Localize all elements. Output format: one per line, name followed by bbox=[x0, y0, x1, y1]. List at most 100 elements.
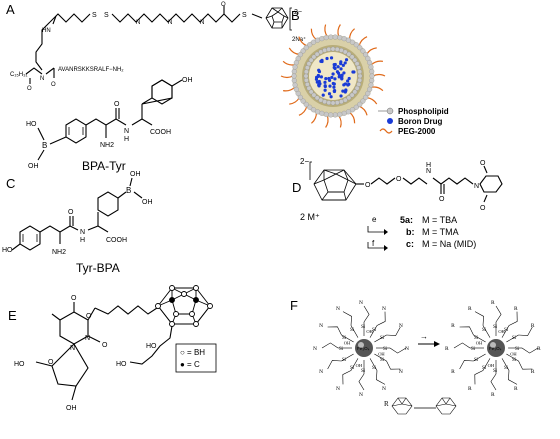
svg-text:OH: OH bbox=[142, 199, 153, 206]
counterion-a: 2Na⁺ bbox=[292, 36, 306, 43]
phospholipid-head bbox=[303, 45, 309, 51]
boron-drug-dot bbox=[344, 89, 348, 93]
si-atom: Si bbox=[361, 369, 366, 374]
svg-text:COOH: COOH bbox=[106, 237, 127, 244]
phospholipid-head bbox=[367, 60, 373, 66]
amine-group: R bbox=[468, 386, 472, 392]
svg-text:O: O bbox=[102, 342, 108, 349]
propyl-chain bbox=[321, 342, 339, 349]
boron-drug-dot bbox=[329, 95, 333, 99]
si-atom: Si bbox=[350, 366, 355, 371]
phospholipid-head bbox=[341, 110, 347, 116]
peg-chain bbox=[349, 28, 355, 40]
siloxane-bond bbox=[374, 334, 387, 343]
amine-group: N bbox=[359, 392, 363, 398]
phospholipid-head bbox=[326, 46, 332, 52]
boron-drug-dot bbox=[323, 80, 327, 84]
panel-d-structure: 2− O O N H O N O O 2 M⁺ bbox=[300, 157, 503, 222]
svg-text:N: N bbox=[80, 229, 85, 236]
siloxane-bond bbox=[506, 334, 519, 343]
bpa-tyr-structure: B HO OH NH2 O N H COOH OH BPA-Tyr bbox=[26, 77, 193, 173]
amine-group: R bbox=[514, 386, 518, 392]
phospholipid-head bbox=[319, 110, 325, 116]
si-atom: Si bbox=[350, 328, 355, 333]
phospholipid-head bbox=[318, 49, 324, 55]
phospholipid-head bbox=[307, 42, 313, 48]
svg-text:O: O bbox=[68, 209, 74, 216]
peg-chain bbox=[358, 36, 368, 46]
phospholipid-head bbox=[314, 95, 320, 101]
svg-text:f: f bbox=[372, 239, 375, 248]
boron-drug-dot bbox=[332, 63, 336, 67]
amine-group: N bbox=[319, 323, 323, 329]
svg-text:HO: HO bbox=[26, 121, 37, 128]
phospholipid-head bbox=[293, 86, 299, 92]
si-atom: Si bbox=[515, 347, 520, 352]
entry-5a-id: 5a: bbox=[400, 215, 413, 225]
phospholipid-head bbox=[303, 69, 309, 75]
peptide-a: AVANRSKKSRALF−NH₂ bbox=[58, 67, 124, 73]
boron-drug-dot bbox=[314, 77, 319, 81]
phospholipid-head bbox=[292, 82, 298, 88]
phospholipid-head bbox=[357, 77, 363, 83]
boron-drug-dot bbox=[342, 83, 346, 87]
tyr-bpa-name: Tyr-BPA bbox=[76, 261, 120, 275]
peg-chain bbox=[366, 47, 377, 55]
svg-text:B: B bbox=[126, 186, 131, 195]
svg-text:O: O bbox=[27, 86, 32, 92]
amine-group: N bbox=[399, 323, 403, 329]
propyl-chain bbox=[376, 370, 386, 385]
boron-drug-dot bbox=[329, 56, 334, 60]
phospholipid-head bbox=[353, 104, 359, 110]
phospholipid-head bbox=[352, 89, 358, 95]
reagent-r-structure: R bbox=[384, 397, 457, 415]
boron-drug-dot bbox=[332, 89, 336, 93]
boron-drug-dot bbox=[337, 75, 341, 79]
phospholipid-head bbox=[314, 51, 320, 57]
phospholipid-head bbox=[291, 73, 297, 79]
legend-bh: ○ = BH bbox=[180, 348, 205, 357]
peg-chain bbox=[371, 86, 384, 92]
boron-drug-dot bbox=[316, 74, 321, 78]
phospholipid-head bbox=[346, 95, 352, 101]
amine-group: N bbox=[382, 386, 386, 392]
legend-peg: PEG-2000 bbox=[398, 127, 436, 136]
phospholipid-head bbox=[345, 37, 351, 43]
phospholipid-head bbox=[322, 99, 328, 105]
si-atom: Si bbox=[474, 336, 479, 341]
phospholipid-head bbox=[332, 112, 338, 118]
phospholipid-head bbox=[292, 64, 298, 70]
phospholipid-head bbox=[326, 100, 332, 106]
peg-chain bbox=[298, 106, 308, 116]
boron-drug-dot bbox=[332, 85, 336, 89]
svg-text:O: O bbox=[480, 160, 486, 167]
boron-drug-dot bbox=[321, 93, 325, 97]
svg-text:HO: HO bbox=[14, 361, 25, 368]
phospholipid-head bbox=[295, 55, 301, 62]
fe3o4-core-highlight bbox=[358, 342, 364, 348]
propyl-chain bbox=[363, 305, 370, 323]
boron-drug-dot bbox=[339, 60, 343, 64]
boron-drug-dot bbox=[339, 94, 343, 98]
peg-chain bbox=[311, 112, 317, 124]
phospholipid-head bbox=[349, 54, 355, 60]
siloxane-bond bbox=[350, 358, 359, 371]
hydroxyl-group: OH bbox=[488, 363, 495, 368]
svg-text:N: N bbox=[70, 345, 75, 352]
propyl-chain bbox=[342, 370, 352, 385]
amine-group: R bbox=[491, 300, 495, 306]
phospholipid-head bbox=[297, 52, 303, 58]
svg-text:OH: OH bbox=[182, 77, 193, 84]
phospholipid-head bbox=[369, 77, 375, 84]
boron-drug-dot bbox=[327, 78, 332, 82]
amine-group: R bbox=[514, 306, 518, 312]
hydroxyl-group: OH bbox=[510, 351, 517, 356]
boron-drug-dot bbox=[332, 82, 336, 86]
siloxane-bond bbox=[482, 325, 491, 338]
amine-group: N bbox=[382, 306, 386, 312]
siloxane-bond bbox=[369, 325, 378, 338]
boron-drug-dot bbox=[323, 84, 327, 88]
